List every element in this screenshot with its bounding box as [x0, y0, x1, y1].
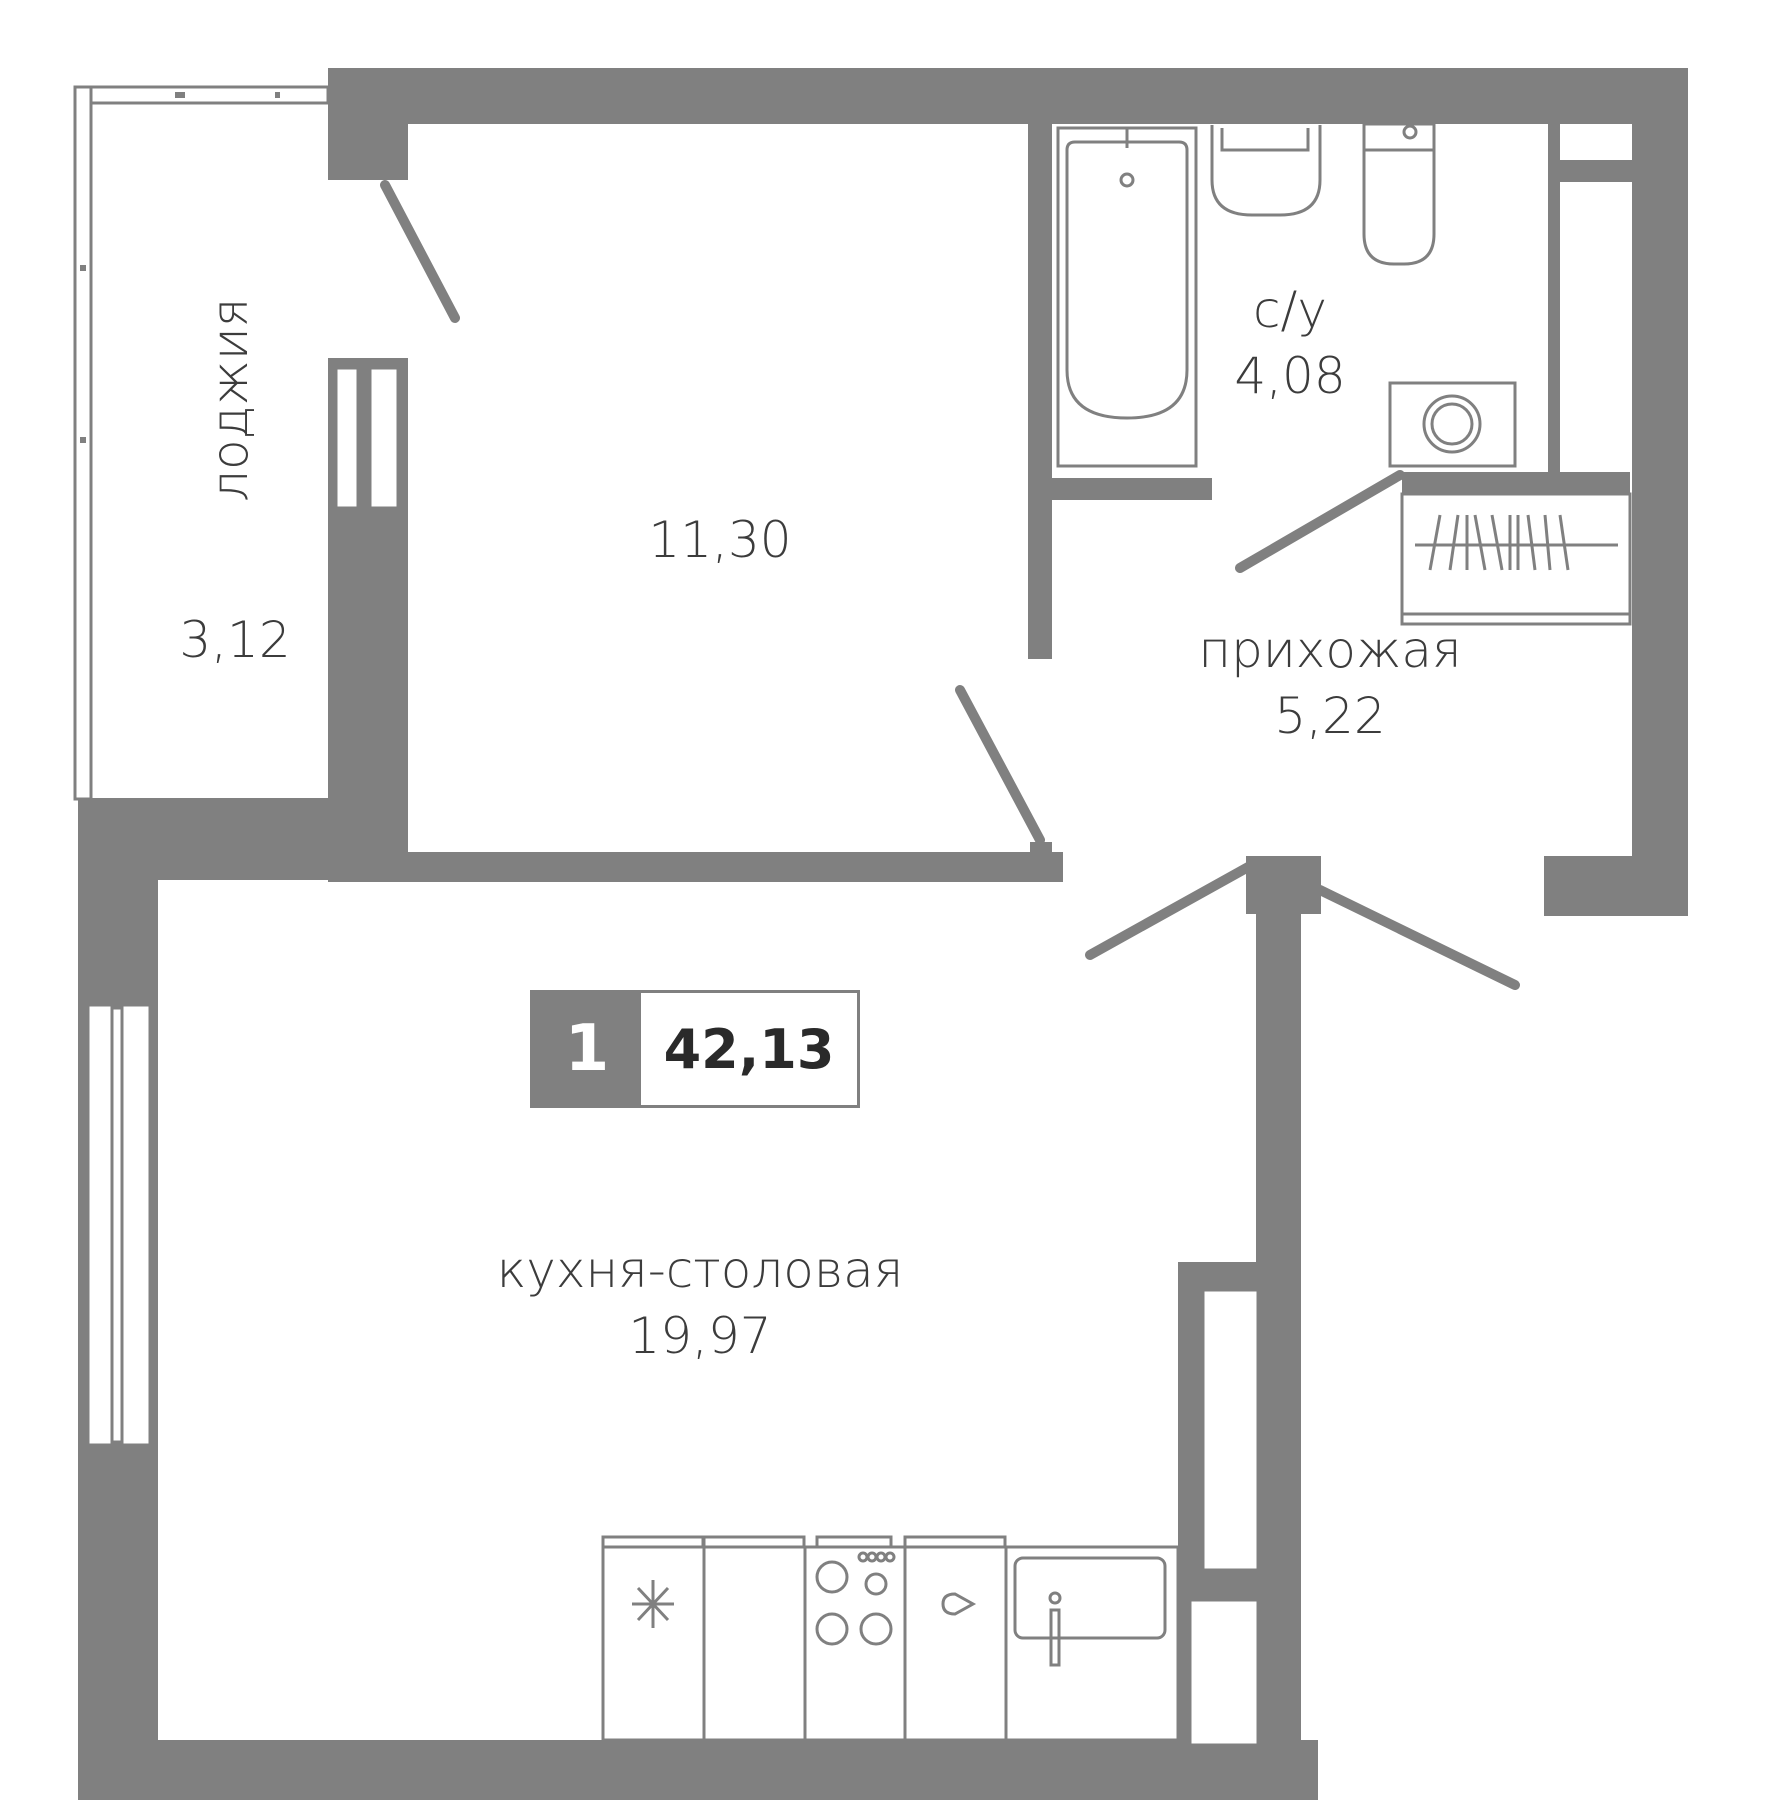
door-kitchen: [1085, 861, 1255, 960]
room-area-bathroom: 4,08: [1234, 347, 1346, 405]
walls: [78, 68, 1688, 1800]
total-area: 42,13: [641, 993, 857, 1105]
bathroom-fixtures: [1056, 122, 1517, 468]
apartment-badge: 1 42,13: [530, 990, 860, 1108]
doors: [380, 180, 1520, 990]
room-area-loggia: 3,12: [179, 611, 291, 669]
door-bathroom: [1235, 470, 1405, 573]
rooms-count: 1: [533, 993, 641, 1105]
kitchen-sink: [1013, 1556, 1167, 1640]
fridge-snowflake-icon: [632, 1580, 674, 1628]
stove-icon: [815, 1551, 896, 1646]
bathtub: [1056, 126, 1198, 468]
door-loggia: [380, 180, 460, 323]
toilet: [1362, 122, 1436, 266]
loggia-glazing: [73, 85, 330, 801]
room-area-kitchen: 19,97: [628, 1307, 772, 1365]
room-name-bathroom: с/у: [1253, 281, 1327, 339]
wardrobe: [1400, 492, 1632, 626]
kitchen-units: [601, 1535, 1180, 1742]
room-area-bedroom: 11,30: [648, 511, 792, 569]
sink: [1210, 125, 1322, 217]
dishwasher-drop-icon: [941, 1592, 977, 1616]
room-name-hallway: прихожая: [1198, 621, 1462, 679]
room-name-kitchen: кухня-столовая: [496, 1241, 904, 1299]
door-entrance: [1315, 885, 1520, 990]
room-name-loggia: лоджия: [201, 297, 259, 502]
door-room: [955, 685, 1045, 845]
room-area-hallway: 5,22: [1274, 687, 1386, 745]
